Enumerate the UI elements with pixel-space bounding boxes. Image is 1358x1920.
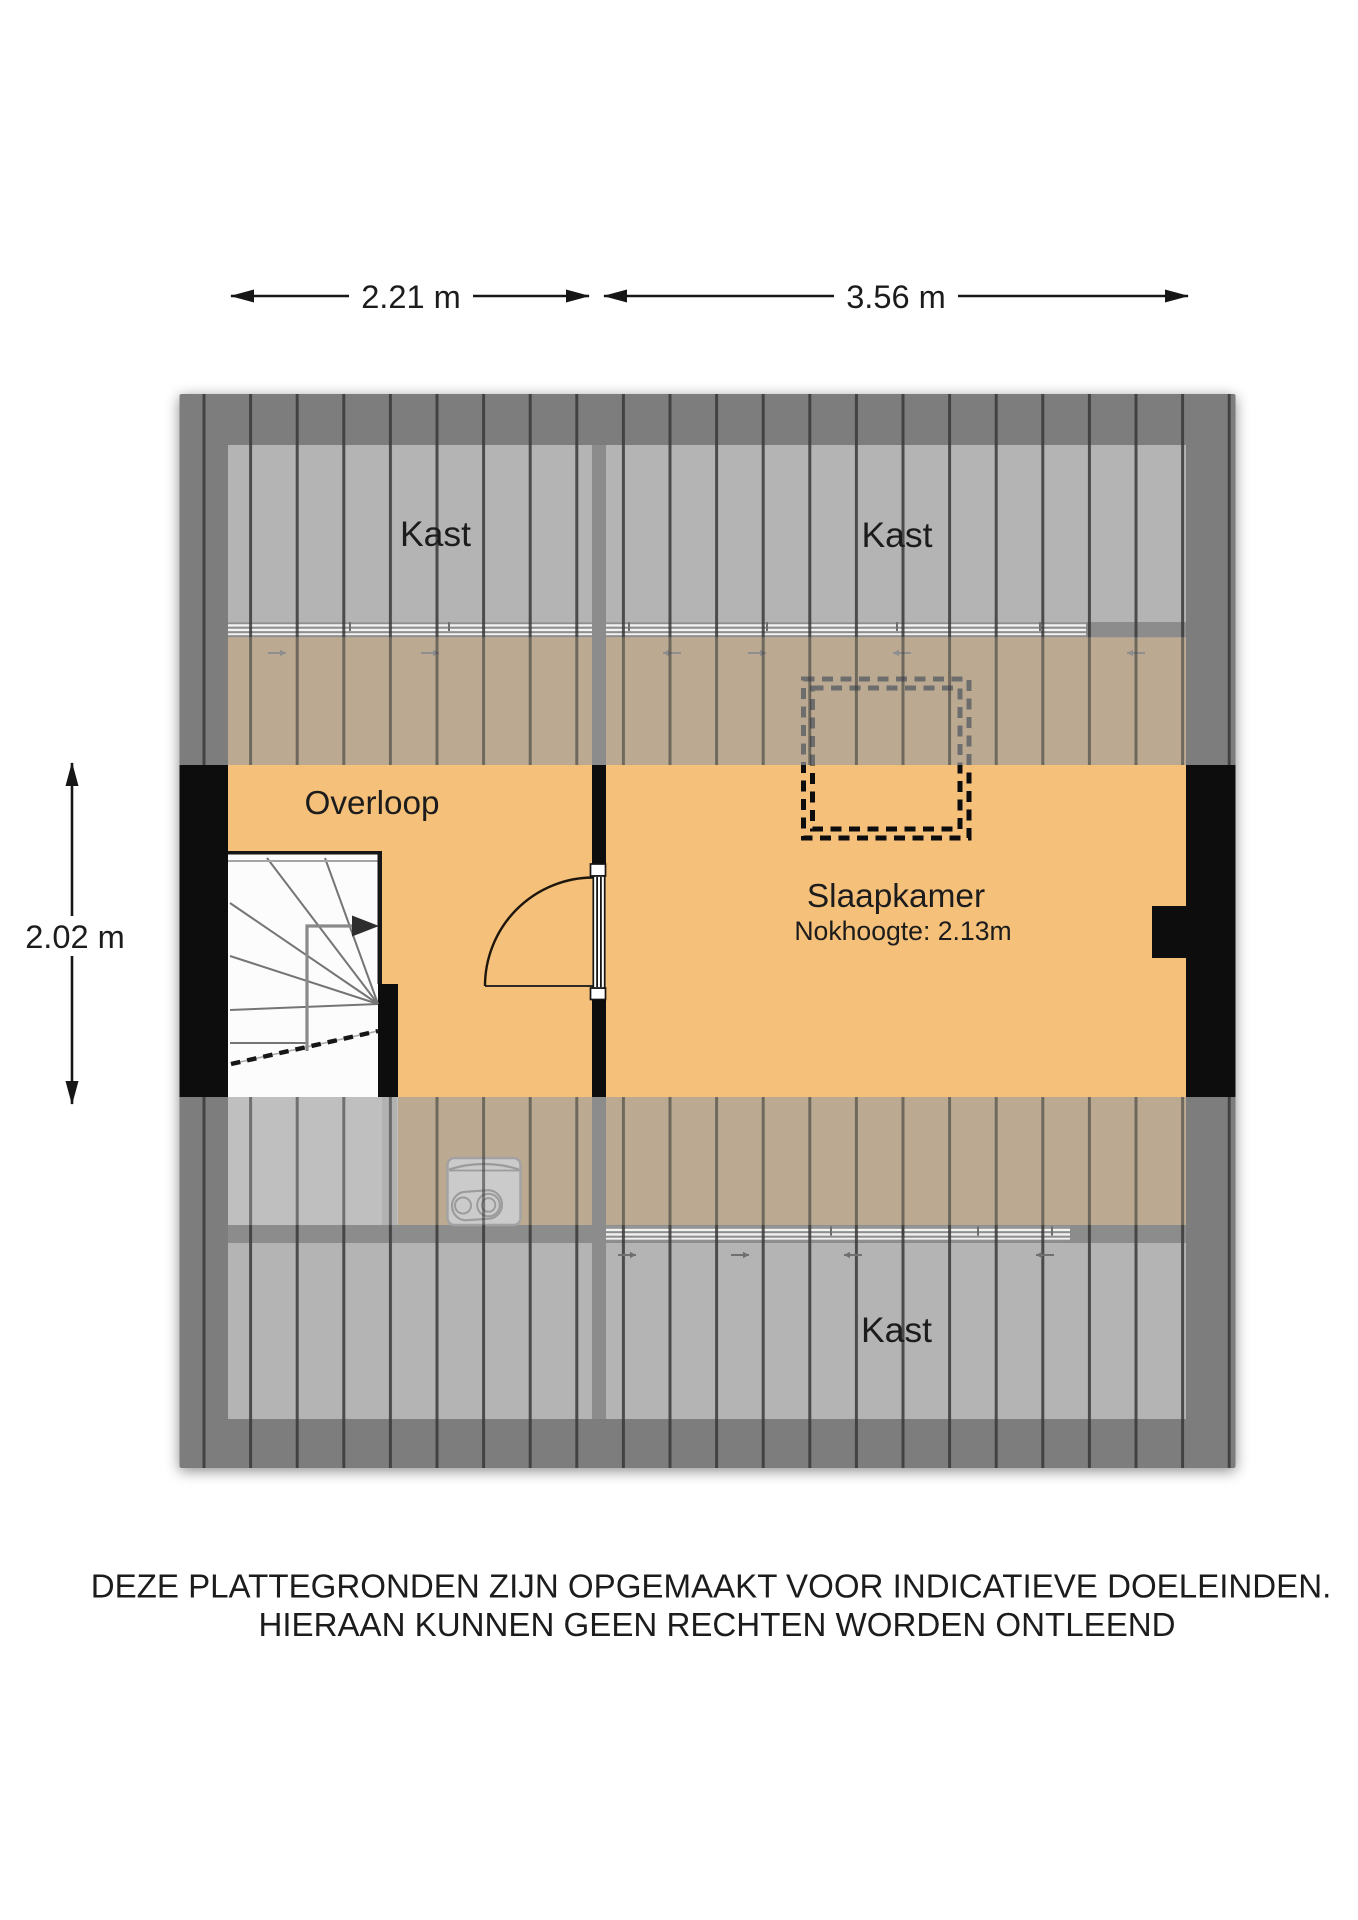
staircase [228,851,382,1097]
room-label-overloop: Overloop [304,785,439,822]
dimension-top-right: 3.56 m [603,276,1189,316]
rafter-lines-top [179,394,1236,637]
door-jamb-top [589,863,607,877]
room-sublabel-nokhoogte: Nokhoogte: 2.13m [794,916,1011,946]
wall-left [179,765,228,1097]
disclaimer-line-1: DEZE PLATTEGRONDEN ZIJN OPGEMAAKT VOOR I… [91,1569,1332,1606]
room-label-kast-top-left: Kast [400,514,471,554]
rafter-lines-ceiling-bottom [228,1097,1186,1225]
door-leaf [592,875,606,989]
door-jamb-bottom [589,987,607,1001]
dimension-left: 2.02 m [13,762,137,1105]
dimension-label-left: 2.02 m [25,918,125,955]
stair-right-edge [377,851,382,984]
dimension-top-left: 2.21 m [230,276,590,316]
wall-right [1186,765,1236,1097]
door-swing-arc [483,876,594,987]
room-label-kast-top-right: Kast [861,515,932,555]
dimension-label-top-left: 2.21 m [361,278,461,315]
chimney [1152,906,1188,958]
stair-cut-line [230,1028,379,1067]
rafter-lines-band-left-bottom [179,1097,228,1225]
slide-ticks-bottom [618,1251,1054,1259]
rafter-lines-band-right-bottom [1186,1097,1236,1225]
rafter-lines-bottom [179,1225,1236,1468]
disclaimer-line-2: HIERAAN KUNNEN GEEN RECHTEN WORDEN ONTLE… [258,1607,1175,1644]
stair-walkline [305,924,360,1051]
dimension-label-top-right: 3.56 m [846,278,946,315]
floorplan [179,394,1236,1468]
door [483,863,607,1001]
stair-direction-arrow [352,915,379,937]
rafter-lines-band-right-top [1186,637,1236,765]
door-wall-upper [592,765,606,865]
rafter-lines-ceiling-top [228,637,1186,765]
stair-top-edge [228,851,382,855]
door-wall-lower [592,999,606,1097]
stair-wall [378,984,398,1097]
room-label-kast-bottom: Kast [861,1310,932,1350]
room-label-slaapkamer: Slaapkamer [807,878,985,915]
rafter-lines-band-left-top [179,637,228,765]
